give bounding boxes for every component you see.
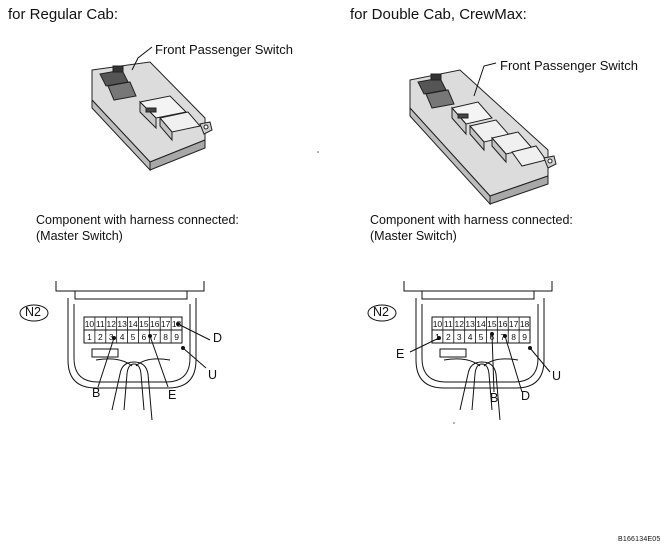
left-callout-b: B xyxy=(92,386,101,400)
right-pin-13: 13 xyxy=(465,319,475,329)
left-pin-8: 8 xyxy=(163,332,168,342)
left-e-point xyxy=(148,334,152,338)
right-u-point xyxy=(528,346,532,350)
left-pin-16: 16 xyxy=(150,319,160,329)
left-callout-d: D xyxy=(213,331,223,345)
left-pin-15: 15 xyxy=(139,319,149,329)
right-component-line2: (Master Switch) xyxy=(370,229,457,243)
right-pin-4: 4 xyxy=(468,332,473,342)
right-pin-14: 14 xyxy=(476,319,486,329)
right-pin-18: 18 xyxy=(520,319,530,329)
left-d-point xyxy=(176,322,180,326)
left-component-line2: (Master Switch) xyxy=(36,229,123,243)
right-switch-label: Front Passenger Switch xyxy=(500,58,639,73)
left-pin-9: 9 xyxy=(174,332,179,342)
left-pin-17: 17 xyxy=(161,319,171,329)
left-connector xyxy=(55,281,205,421)
left-heading: for Regular Cab: xyxy=(8,6,119,23)
right-pin-11: 11 xyxy=(444,319,453,329)
right-b-point xyxy=(490,332,494,336)
left-callout-leaders xyxy=(97,323,211,388)
right-callout-b: B xyxy=(490,391,499,405)
left-u-point xyxy=(181,346,185,350)
right-pin-5: 5 xyxy=(479,332,484,342)
left-pin-12: 12 xyxy=(106,319,116,329)
left-connector-id: N2 xyxy=(25,305,41,319)
left-callout-u: U xyxy=(208,368,218,382)
right-e-point xyxy=(437,336,441,340)
left-pin-10: 10 xyxy=(85,319,95,329)
document-code: B166134E05 xyxy=(618,536,661,543)
right-pin-10: 10 xyxy=(433,319,443,329)
right-callout-u: U xyxy=(552,369,562,383)
speck xyxy=(317,151,319,153)
right-switch-leader xyxy=(473,62,497,97)
left-pin-7: 7 xyxy=(152,332,157,342)
left-pin-11: 11 xyxy=(96,319,105,329)
right-pin-8: 8 xyxy=(511,332,516,342)
right-pin-12: 12 xyxy=(454,319,464,329)
left-pin-6: 6 xyxy=(142,332,147,342)
left-component-line1: Component with harness connected: xyxy=(36,213,239,227)
left-pin-14: 14 xyxy=(128,319,138,329)
right-pin-grid: 101112131415161718123456789 xyxy=(433,317,530,343)
speck xyxy=(453,422,455,424)
left-pin-1: 1 xyxy=(87,332,92,342)
right-callout-leaders xyxy=(409,333,551,393)
left-switch-label: Front Passenger Switch xyxy=(155,42,294,57)
right-connector-id: N2 xyxy=(373,305,389,319)
left-pin-3: 3 xyxy=(109,332,114,342)
right-callout-e: E xyxy=(396,347,405,361)
right-d-point xyxy=(503,334,507,338)
left-pin-13: 13 xyxy=(117,319,127,329)
right-pin-16: 16 xyxy=(498,319,508,329)
right-pin-15: 15 xyxy=(487,319,497,329)
right-callout-d: D xyxy=(521,389,531,403)
right-component-line1: Component with harness connected: xyxy=(370,213,573,227)
right-pin-9: 9 xyxy=(522,332,527,342)
right-heading: for Double Cab, CrewMax: xyxy=(350,6,527,23)
left-pin-2: 2 xyxy=(98,332,103,342)
right-pin-3: 3 xyxy=(457,332,462,342)
right-master-switch-illustration xyxy=(409,69,557,206)
right-connector-id-badge xyxy=(367,304,397,322)
left-pin-4: 4 xyxy=(120,332,125,342)
right-pin-17: 17 xyxy=(509,319,519,329)
left-connector-id-badge xyxy=(19,304,49,322)
right-pin-2: 2 xyxy=(446,332,451,342)
left-callout-e: E xyxy=(168,388,177,402)
left-switch-leader xyxy=(131,46,153,71)
right-pin-7: 7 xyxy=(500,332,505,342)
right-connector xyxy=(403,281,553,421)
left-master-switch-illustration xyxy=(91,61,213,172)
left-b-point xyxy=(112,336,116,340)
left-pin-5: 5 xyxy=(131,332,136,342)
